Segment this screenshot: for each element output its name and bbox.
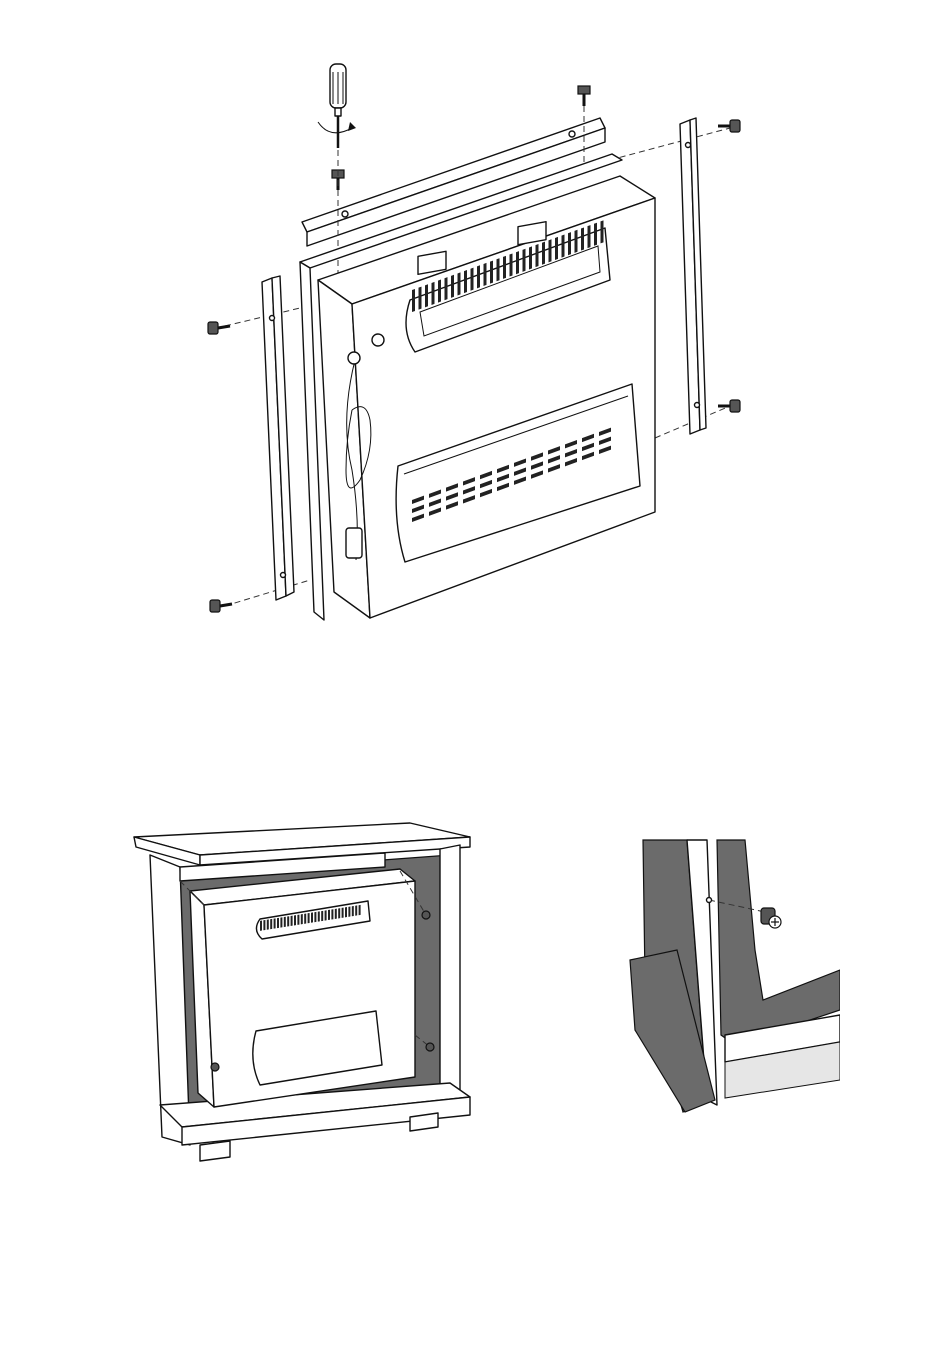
vent-slot	[471, 268, 474, 291]
vent-slot	[432, 282, 435, 305]
vent-slot	[451, 275, 454, 298]
vent-slot	[318, 911, 320, 921]
vent-slot	[555, 237, 558, 260]
bracket-screw-detail-figure	[625, 830, 840, 1120]
vent-slot	[588, 225, 591, 248]
vent-slot	[581, 227, 584, 250]
vent-slot	[490, 261, 493, 284]
screw-icon	[578, 86, 590, 106]
heater-unit	[190, 869, 415, 1107]
screw-icon	[211, 1063, 219, 1071]
vent-slot	[291, 916, 293, 926]
vent-slot	[304, 914, 306, 924]
screw-icon	[208, 322, 230, 334]
screw-icon	[426, 1043, 434, 1051]
vent-slot	[594, 223, 597, 246]
vent-slot	[284, 917, 286, 927]
vent-slot	[267, 919, 269, 929]
heater-bracket-assembly-diagram	[0, 0, 950, 640]
heater-into-mantel-diagram	[120, 815, 490, 1170]
vent-slot	[321, 911, 323, 921]
vent-slot	[419, 287, 422, 310]
heater-into-mantel-figure	[120, 815, 490, 1170]
vent-slot	[260, 921, 262, 931]
vent-slot	[503, 256, 506, 279]
heater-bracket-assembly-figure	[0, 0, 950, 640]
vent-slot	[270, 919, 272, 929]
vent-slot	[308, 913, 310, 923]
vent-slot	[562, 235, 565, 258]
vent-slot	[325, 910, 327, 920]
vent-slot	[331, 909, 333, 919]
mantel-corner	[630, 840, 840, 1112]
vent-slot	[359, 905, 361, 915]
vent-slot	[335, 909, 337, 919]
vent-slot	[497, 258, 500, 281]
vent-slot	[438, 279, 441, 302]
left-side-bracket	[262, 276, 294, 600]
vent-slot	[464, 270, 467, 293]
vent-slot	[274, 918, 276, 928]
vent-slot	[352, 906, 354, 916]
vent-slot	[287, 916, 289, 926]
vent-slot	[445, 277, 448, 300]
vent-slot	[338, 908, 340, 918]
vent-slot	[516, 251, 519, 274]
vent-slot	[297, 915, 299, 925]
vent-slot	[355, 905, 357, 915]
right-side-bracket	[680, 118, 706, 434]
vent-slot	[348, 907, 350, 917]
vent-slot	[575, 230, 578, 253]
vent-slot	[484, 263, 487, 286]
vent-slot	[328, 910, 330, 920]
screw-icon	[210, 600, 232, 612]
vent-slot	[412, 289, 415, 312]
vent-slot	[311, 912, 313, 922]
vent-slot	[568, 232, 571, 255]
vent-slot	[345, 907, 347, 917]
vent-slot	[342, 908, 344, 918]
vent-slot	[601, 220, 604, 243]
vent-slot	[477, 265, 480, 288]
vent-slot	[280, 917, 282, 927]
vent-slot	[263, 920, 265, 930]
screw-icon	[761, 908, 781, 928]
vent-slot	[425, 284, 428, 307]
vent-slot	[536, 244, 539, 267]
vent-slot	[458, 272, 461, 295]
screwdriver-icon	[318, 64, 356, 148]
vent-slot	[314, 912, 316, 922]
bracket-screw-detail-diagram	[625, 830, 840, 1120]
vent-slot	[294, 915, 296, 925]
vent-slot	[549, 239, 552, 262]
vent-slot	[529, 246, 532, 269]
vent-slot	[542, 242, 545, 265]
screw-icon	[422, 911, 430, 919]
vent-slot	[277, 918, 279, 928]
vent-slot	[510, 253, 513, 276]
vent-slot	[301, 914, 303, 924]
vent-slot	[523, 249, 526, 272]
